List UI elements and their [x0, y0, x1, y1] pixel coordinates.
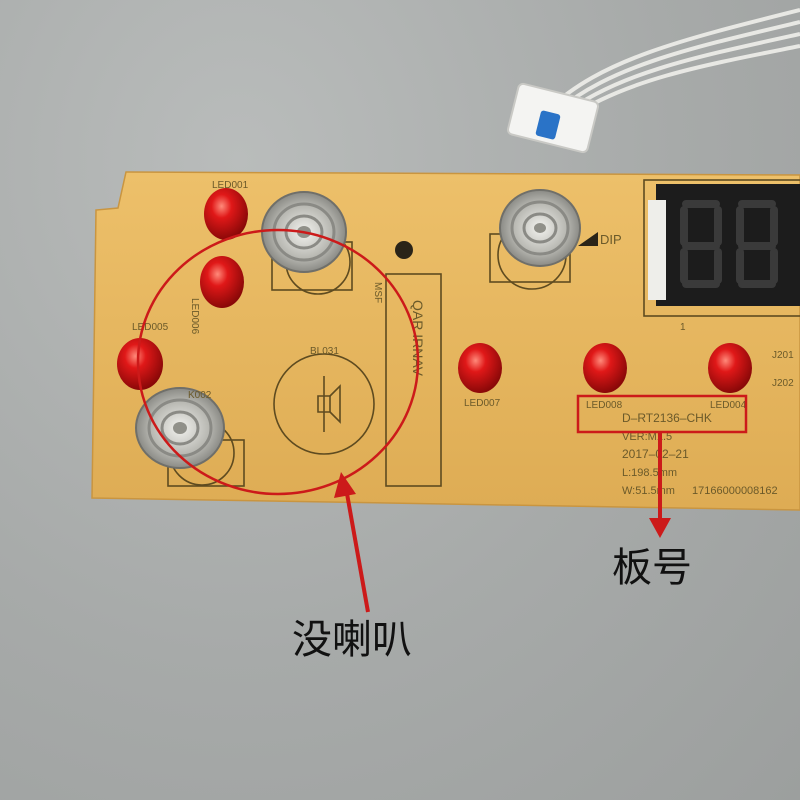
j201-label: J201	[772, 350, 794, 361]
bl031-label: BL031	[310, 346, 339, 357]
digit-marker: 1	[680, 322, 686, 333]
white-connector	[506, 82, 600, 154]
led-indicator	[204, 188, 248, 240]
led-indicator	[583, 343, 627, 393]
pcb-board	[91, 171, 800, 511]
led007-label: LED007	[464, 398, 501, 409]
led002-label: K002	[188, 390, 212, 401]
mounting-hole	[395, 241, 413, 259]
speaker-highlight-circle	[136, 228, 420, 496]
led005-label: LED005	[132, 322, 169, 333]
board-number-arrow	[649, 432, 671, 538]
j202-label: J202	[772, 378, 794, 389]
board-model-text: D–RT2136–CHK	[622, 411, 712, 425]
led001-label: LED001	[212, 180, 249, 191]
speaker-arrow	[334, 472, 370, 613]
board-serial-text: 17166000008162	[692, 485, 778, 497]
vertical-strip-text: QAR IRNAV	[410, 300, 426, 377]
dip-label: DIP	[600, 232, 622, 247]
led004-label: LED004	[710, 400, 747, 411]
led-indicator	[117, 338, 163, 390]
no-speaker-annotation: 没喇叭	[292, 617, 412, 663]
board-width-text: W:51.5mm	[622, 485, 675, 497]
led-indicator	[708, 343, 752, 393]
board-number-annotation: 板号	[612, 545, 692, 591]
side-label: MSF	[372, 282, 383, 303]
led008-label: LED008	[586, 400, 623, 411]
dip-arrow	[578, 232, 598, 246]
board-length-text: L:198.5mm	[622, 467, 677, 479]
led-indicator	[200, 256, 244, 308]
spring-contact	[135, 387, 225, 469]
led006-label: LED006	[189, 298, 200, 335]
board-date-text: 2017–02–21	[622, 447, 689, 461]
led-indicator	[458, 343, 502, 393]
seven-segment-display	[648, 184, 800, 306]
spring-contact	[499, 189, 581, 267]
